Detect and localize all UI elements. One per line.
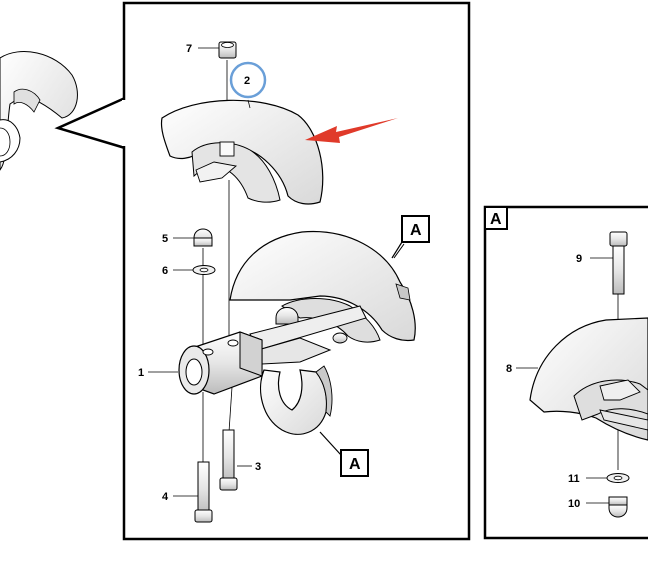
callout-6: 6	[162, 265, 168, 277]
callout-9: 9	[576, 253, 582, 265]
assembled-cap-nut	[275, 307, 299, 325]
part-8-shield	[516, 317, 648, 441]
detail-marker-a-bottom	[319, 431, 369, 477]
red-arrow-icon	[305, 118, 398, 143]
part-2-shield	[160, 99, 324, 205]
detail-marker-a-top	[391, 215, 430, 259]
callout-1: 1	[138, 367, 144, 379]
highlight-circle	[229, 61, 267, 99]
part-7-nut	[198, 41, 237, 59]
part-1-clamp	[148, 331, 263, 395]
part-6-washer	[173, 265, 216, 275]
part-10-cap-nut	[586, 496, 628, 518]
thumbnail-view	[0, 51, 78, 171]
callout-4: 4	[162, 491, 169, 503]
callout-11: 11	[568, 473, 580, 485]
detail-label-a-top: A	[410, 222, 422, 239]
callout-8: 8	[506, 363, 512, 375]
callout-5: 5	[162, 233, 168, 245]
part-5-cap-nut	[173, 228, 213, 247]
part-11-washer	[586, 473, 630, 483]
part-3-bolt	[219, 429, 252, 491]
callout-7: 7	[186, 43, 192, 55]
inset-header-label: A	[490, 211, 502, 228]
callout-pointer	[54, 96, 126, 150]
callout-10: 10	[568, 498, 580, 510]
hook-plate	[260, 365, 333, 435]
callout-2: 2	[244, 75, 250, 87]
detail-label-a-bottom: A	[349, 456, 361, 473]
part-4-bolt	[173, 461, 213, 523]
callout-3: 3	[255, 461, 261, 473]
